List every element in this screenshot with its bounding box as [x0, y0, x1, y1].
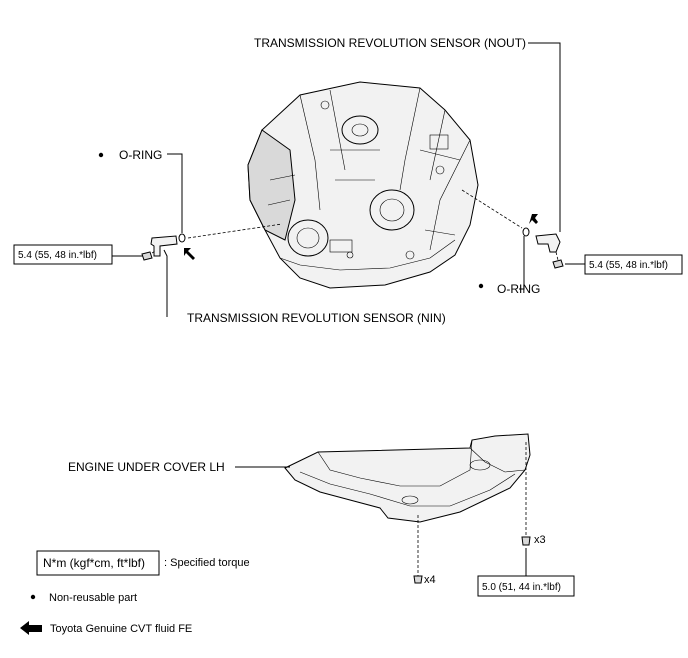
cover-bolt-x3	[521, 536, 531, 546]
bolt-right	[552, 259, 564, 269]
legend-nonreusable: Non-reusable part	[49, 592, 137, 604]
nonreusable-bullet-right	[478, 283, 484, 289]
nout-sensor-assembly	[461, 189, 564, 269]
cover-bolt-x4	[413, 575, 423, 584]
fluid-arrow-right	[529, 214, 538, 224]
torque-cover-value: 5.0 (51, 44 in.*lbf)	[482, 582, 561, 593]
legend: N*m (kgf*cm, ft*lbf) : Specified torque …	[20, 550, 250, 635]
engine-under-cover	[284, 433, 531, 584]
bolt-left	[141, 251, 153, 261]
under-cover-label: ENGINE UNDER COVER LH	[68, 460, 225, 474]
torque-box-left	[13, 244, 113, 265]
leader-lines	[112, 42, 585, 576]
qty-x3-label: x3	[534, 534, 546, 546]
nout-sensor-label: TRANSMISSION REVOLUTION SENSOR (NOUT)	[254, 36, 526, 50]
nin-sensor-assembly	[141, 223, 283, 261]
legend-fluid: Toyota Genuine CVT fluid FE	[50, 623, 192, 635]
torque-right-value: 5.4 (55, 48 in.*lbf)	[589, 260, 668, 271]
qty-x4-label: x4	[424, 574, 436, 586]
o-ring-left-label: O-RING	[119, 148, 162, 162]
nin-sensor	[150, 235, 178, 257]
torque-box-cover	[477, 575, 575, 597]
nout-sensor	[535, 233, 561, 253]
o-ring-right	[522, 227, 530, 237]
legend-fluid-arrow-icon	[20, 621, 42, 635]
torque-left-value: 5.4 (55, 48 in.*lbf)	[18, 250, 97, 261]
torque-box-right	[584, 254, 683, 275]
o-ring-left	[178, 233, 186, 243]
nonreusable-bullet-left	[98, 152, 104, 158]
o-ring-right-label: O-RING	[497, 282, 540, 296]
legend-torque-box	[36, 550, 160, 576]
legend-torque-desc: : Specified torque	[164, 557, 250, 569]
nin-sensor-label: TRANSMISSION REVOLUTION SENSOR (NIN)	[187, 311, 446, 325]
fluid-arrow-left	[184, 248, 195, 260]
legend-torque-units: N*m (kgf*cm, ft*lbf)	[43, 556, 145, 570]
transmission-assembly	[247, 81, 479, 289]
legend-bullet-icon	[30, 594, 36, 600]
